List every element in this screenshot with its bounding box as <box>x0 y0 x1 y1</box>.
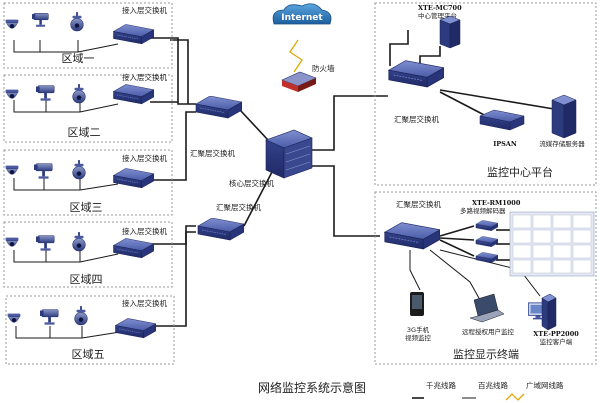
monitoring-center-panel: XTE-MC700 中心管理平台 汇聚层交换机 IPSAN 流媒存储服务器 监控… <box>374 2 597 186</box>
region-2-frame <box>3 74 173 143</box>
dome-camera-icon <box>5 19 19 29</box>
region-1-frame <box>3 2 173 69</box>
access-switch-label: 接入层交换机 <box>122 226 167 236</box>
dt-agg-switch-label: 汇聚层交换机 <box>396 199 441 209</box>
storage-label: 流媒存储服务器 <box>539 139 585 148</box>
decoder-icon <box>475 220 498 231</box>
internet-label: Internet <box>281 13 323 23</box>
access-switch-icon <box>113 24 154 45</box>
decoder-desc: 多路视频解码器 <box>460 206 506 215</box>
box-camera-icon <box>40 309 59 326</box>
decoder-icon <box>475 252 498 263</box>
region-2-name: 区域二 <box>68 126 101 139</box>
ipsan-label: IPSAN <box>493 140 517 148</box>
region-5-name: 区域五 <box>72 348 105 361</box>
box-camera-icon <box>34 163 53 180</box>
aggregation-switch-icon <box>388 60 444 88</box>
monitoring-center-frame <box>374 2 597 186</box>
ptz-camera-icon <box>72 84 86 104</box>
storage-server-icon <box>551 94 577 139</box>
firewall: 防火墙 <box>281 63 335 92</box>
region-5: 接入层交换机 区域五 <box>5 295 175 365</box>
client-workstation-icon <box>528 293 557 331</box>
ipsan-icon <box>479 109 525 131</box>
aggregation-switch-icon <box>195 96 242 119</box>
client-model: XTE-PP2000 <box>533 330 579 338</box>
ptz-camera-icon <box>72 232 86 252</box>
access-switch-label: 接入层交换机 <box>122 72 167 82</box>
monitoring-center-title: 监控中心平台 <box>487 165 553 179</box>
legend-100m-label: 百兆线路 <box>478 380 508 390</box>
region-2: 接入层交换机 区域二 <box>3 72 173 143</box>
firewall-label: 防火墙 <box>312 63 335 73</box>
aggregation-switch-label-top: 汇聚层交换机 <box>190 148 235 158</box>
mc-desc: 中心管理平台 <box>418 11 457 20</box>
dome-camera-icon <box>5 89 19 99</box>
region-3-frame <box>3 149 173 216</box>
aggregation-switch-icon <box>197 218 244 241</box>
legend-wan-swatch <box>505 393 525 401</box>
dome-camera-icon <box>7 313 21 323</box>
region-3-name: 区域三 <box>70 201 103 214</box>
cloud-icon <box>272 3 332 25</box>
core-layer: 汇聚层交换机 核心层交换机 汇聚层交换机 <box>190 96 313 241</box>
region-3: 接入层交换机 区域三 <box>3 149 173 216</box>
backbone-links <box>150 30 561 327</box>
phone-icon <box>410 292 424 316</box>
access-switch-icon <box>113 238 154 259</box>
decoder-model: XTE-RM1000 <box>472 199 521 207</box>
aggregation-switch-label-bottom: 汇聚层交换机 <box>216 202 261 212</box>
access-switch-label: 接入层交换机 <box>122 298 167 308</box>
display-terminal-panel: 汇聚层交换机 XTE-RM1000 多路视频解码器 3G手机 视频监控 远程授权… <box>374 191 597 365</box>
phone-label-2: 视频监控 <box>405 333 432 342</box>
laptop-icon <box>469 293 505 323</box>
decoder-icon <box>475 236 498 247</box>
legend-gigabit-label: 千兆线路 <box>426 380 456 390</box>
video-wall-icon <box>509 211 595 277</box>
region-1-name: 区域一 <box>62 52 95 65</box>
box-camera-icon <box>36 235 55 252</box>
region-links <box>13 40 121 339</box>
box-camera-icon <box>36 85 55 102</box>
mc-model: XTE-MC700 <box>418 4 462 12</box>
display-terminal-frame <box>374 191 597 365</box>
access-switch-icon <box>113 84 154 105</box>
legend-wan-label: 广域网线路 <box>526 380 564 390</box>
internet-cloud: Internet <box>272 3 332 25</box>
ptz-camera-icon <box>72 160 86 180</box>
diagram-caption: 网络监控系统示意图 <box>258 380 366 395</box>
region-1: 接入层交换机 区域一 <box>3 2 173 69</box>
core-switch-label: 核心层交换机 <box>229 178 274 188</box>
phone-label-1: 3G手机 <box>407 325 430 334</box>
dome-camera-icon <box>5 165 19 175</box>
core-switch-icon <box>265 129 313 179</box>
access-switch-icon <box>115 318 156 339</box>
access-switch-label: 接入层交换机 <box>122 153 167 163</box>
ptz-camera-icon <box>74 306 88 326</box>
ptz-camera-icon <box>70 12 84 32</box>
box-camera-icon <box>32 12 49 28</box>
mc-agg-switch-label: 汇聚层交换机 <box>394 114 439 124</box>
access-switch-label: 接入层交换机 <box>122 5 167 15</box>
legend: 千兆线路 百兆线路 广域网线路 <box>412 380 564 401</box>
region-5-frame <box>5 295 175 365</box>
display-terminal-title: 监控显示终端 <box>453 347 519 361</box>
wan-link <box>289 39 303 73</box>
region-4-name: 区域四 <box>70 273 103 286</box>
region-4: 接入层交换机 区域四 <box>3 221 173 288</box>
access-switch-icon <box>113 168 154 189</box>
region-4-frame <box>3 221 173 288</box>
aggregation-switch-icon <box>384 222 440 250</box>
dome-camera-icon <box>5 237 19 247</box>
client-desc: 监控客户端 <box>540 337 573 346</box>
server-icon <box>439 15 461 49</box>
laptop-label: 远程授权用户监控 <box>462 327 515 336</box>
